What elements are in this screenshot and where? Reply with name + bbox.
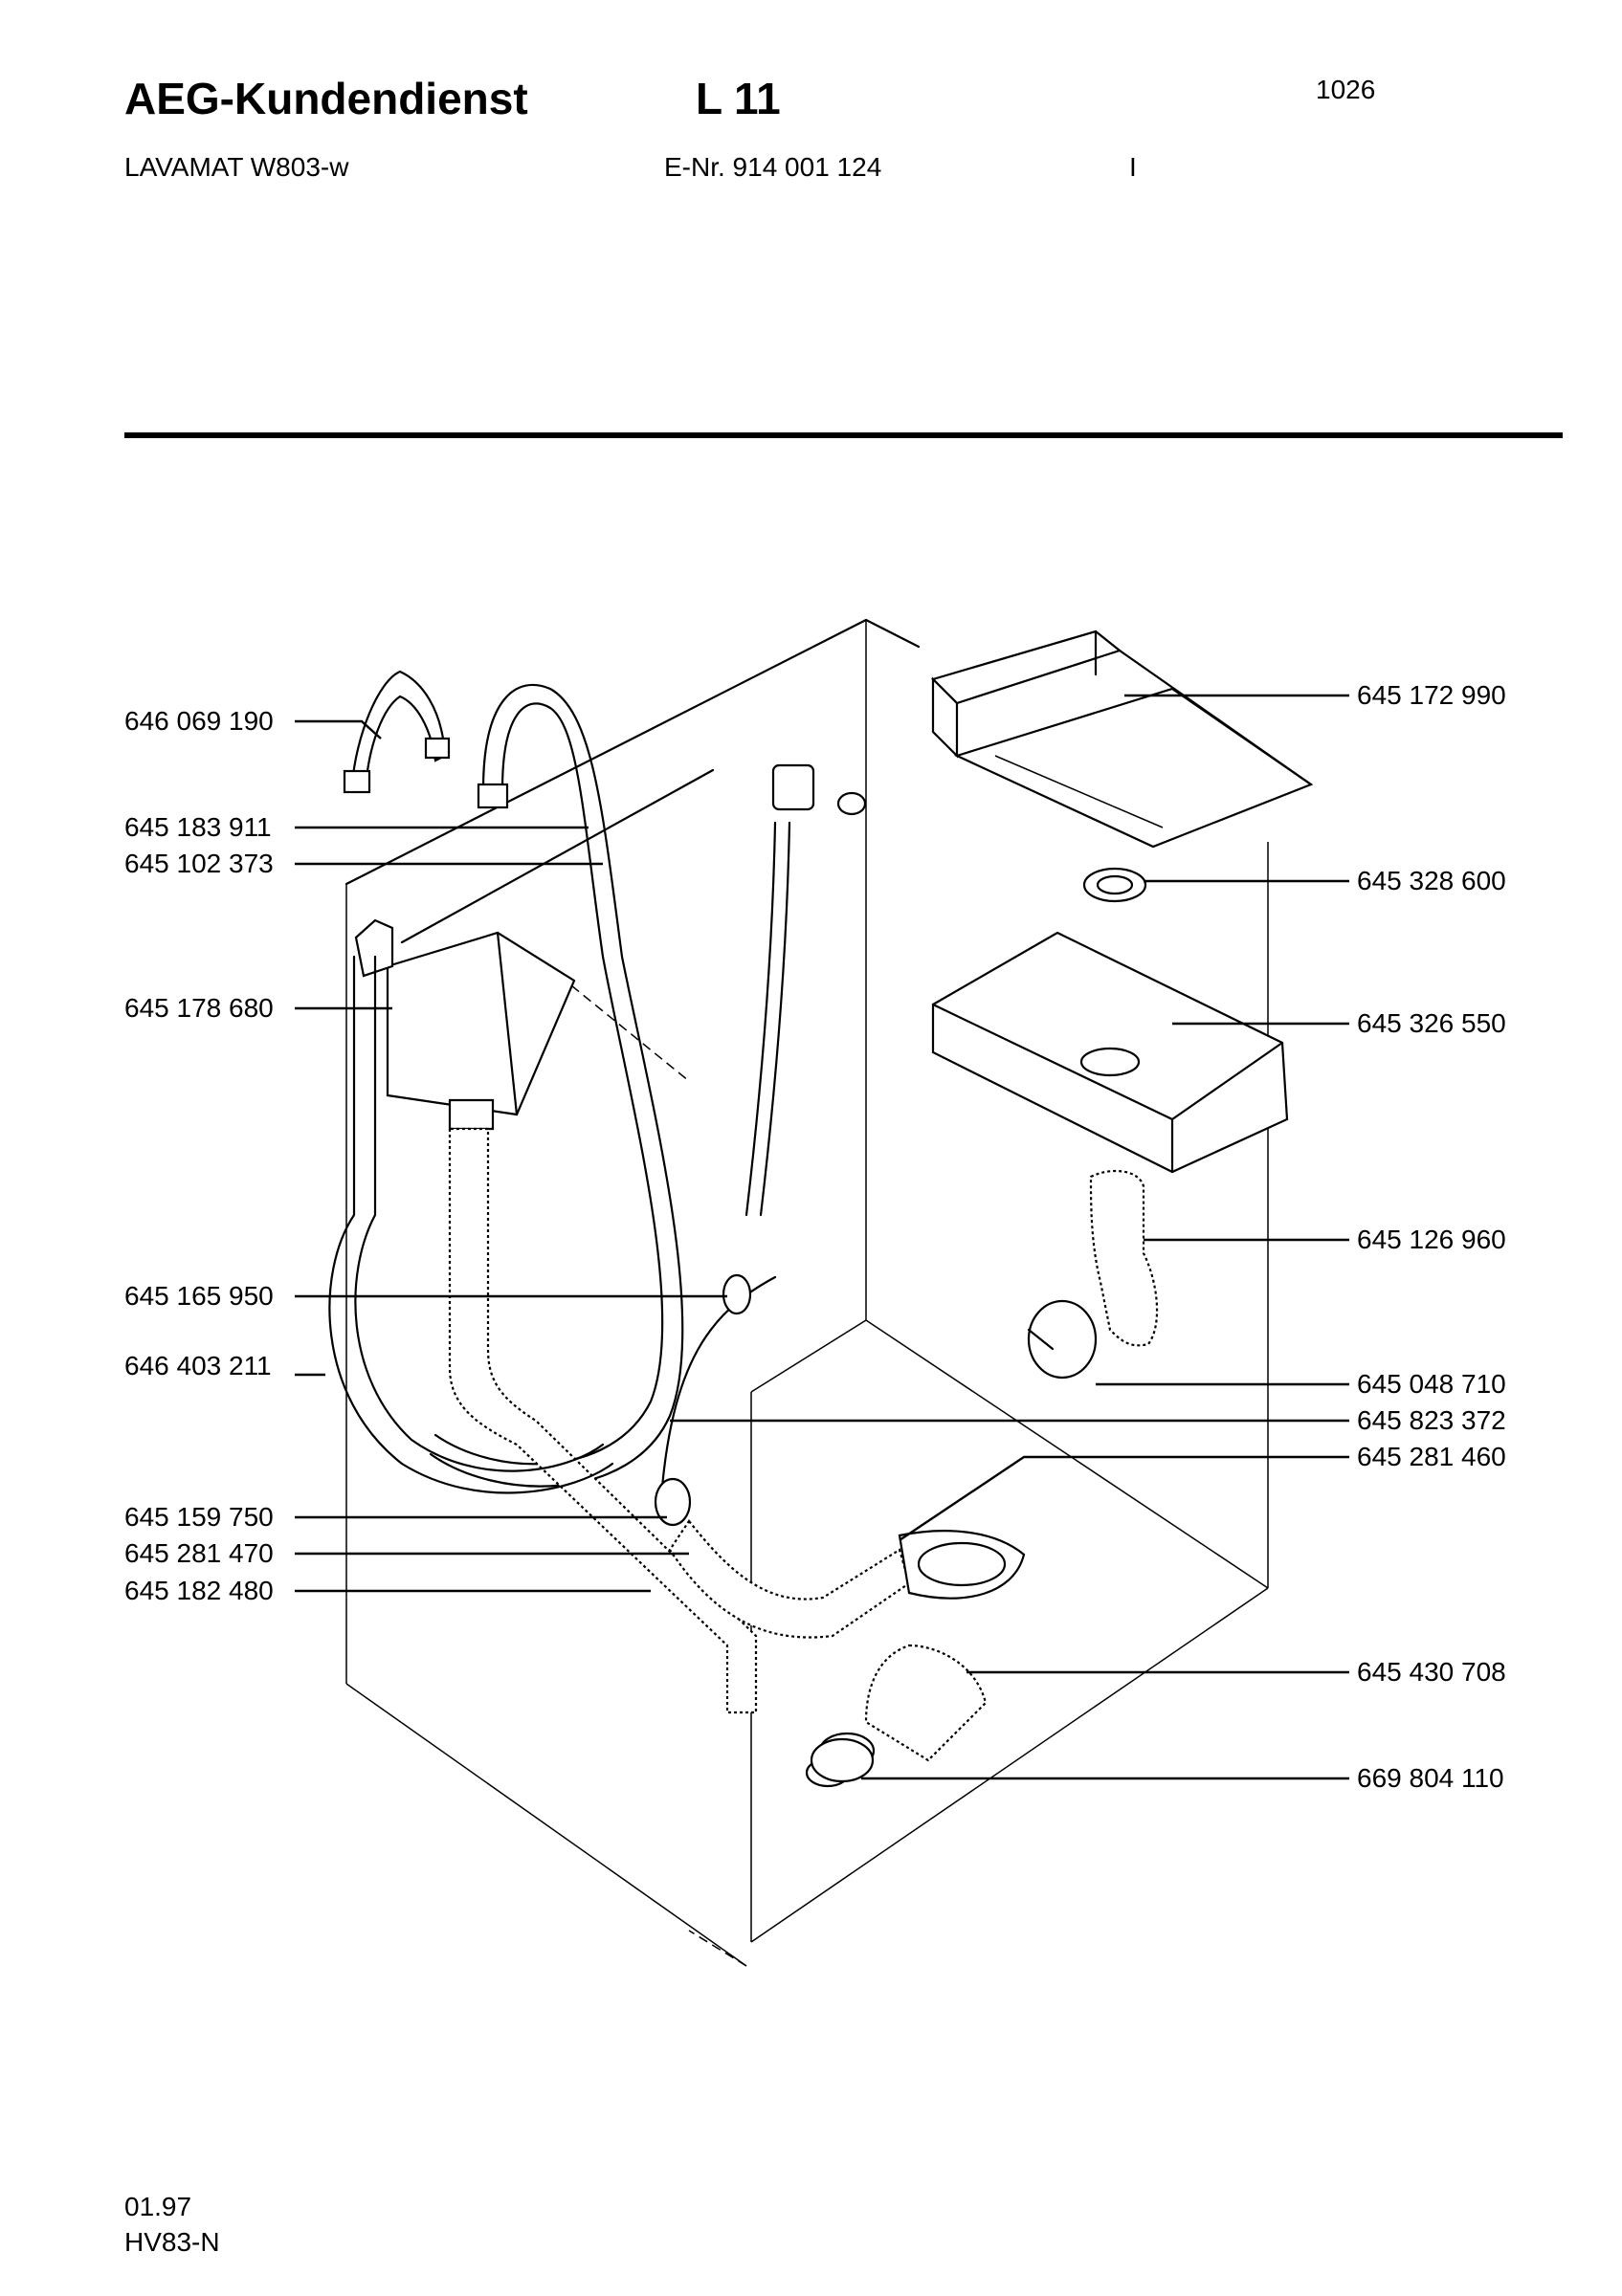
part-label-left-6: 646 403 211 xyxy=(124,1351,272,1380)
part-label-right-4: 645 126 960 xyxy=(1357,1225,1506,1254)
tray-drain-hose-part xyxy=(1089,1170,1159,1347)
hose-clamp-part xyxy=(810,1737,875,1783)
pump-bellows-part xyxy=(805,1530,1026,1788)
clip-part xyxy=(1027,1299,1098,1380)
model-name: LAVAMAT W803-w xyxy=(124,152,349,182)
part-label-left-5: 645 165 950 xyxy=(124,1281,274,1311)
lid-part xyxy=(930,629,1314,849)
revision-mark: I xyxy=(1129,152,1137,182)
leader-lines-right xyxy=(670,694,1349,1780)
footer-code: HV83-N xyxy=(124,2227,220,2257)
siphon-hose-part xyxy=(448,1127,758,1714)
e-number: E-Nr. 914 001 124 xyxy=(664,152,882,182)
part-label-right-9: 669 804 110 xyxy=(1357,1763,1504,1793)
part-label-left-2: 645 183 911 xyxy=(124,812,272,842)
part-label-left-7: 645 159 750 xyxy=(124,1502,274,1532)
leader-lines-left xyxy=(295,719,727,1593)
part-label-right-2: 645 328 600 xyxy=(1357,866,1506,895)
page-number: 1026 xyxy=(1316,75,1376,104)
seal-ring-part xyxy=(1082,867,1147,903)
part-label-right-3: 645 326 550 xyxy=(1357,1008,1506,1038)
drain-loop-hose-part xyxy=(328,955,614,1494)
part-label-right-7: 645 281 460 xyxy=(1357,1442,1506,1471)
part-label-right-8: 645 430 708 xyxy=(1357,1657,1506,1687)
inlet-valve-part xyxy=(744,763,867,1217)
model-code: L 11 xyxy=(696,74,781,123)
footer-date: 01.97 xyxy=(124,2192,192,2221)
part-label-left-3: 645 102 373 xyxy=(124,849,274,878)
part-label-left-1: 646 069 190 xyxy=(124,706,274,736)
tube-part xyxy=(400,768,715,944)
part-label-right-1: 645 172 990 xyxy=(1357,680,1506,710)
hose-bracket-part xyxy=(343,670,451,794)
part-label-left-8: 645 281 470 xyxy=(124,1538,274,1568)
tray-part xyxy=(931,931,1289,1174)
part-label-right-5: 645 048 710 xyxy=(1357,1369,1506,1399)
drain-hose-part xyxy=(654,1273,911,1639)
brand-title: AEG-Kundendienst xyxy=(124,74,528,123)
inlet-hose-part xyxy=(429,684,684,1488)
part-label-left-4: 645 178 680 xyxy=(124,993,274,1023)
part-label-left-9: 645 182 480 xyxy=(124,1576,274,1605)
dispenser-part xyxy=(354,918,576,1131)
header-divider xyxy=(124,432,1563,438)
part-label-right-6: 645 823 372 xyxy=(1357,1405,1506,1435)
